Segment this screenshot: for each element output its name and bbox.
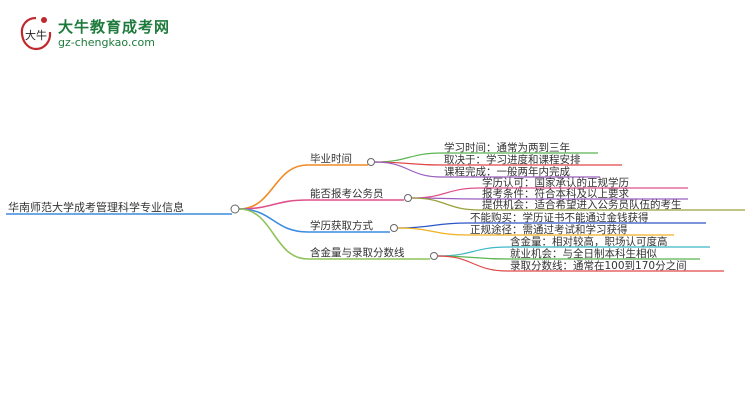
leaf-label: 提供机会：适合希望进入公务员队伍的考生 <box>482 198 682 211</box>
branch-label-graduation: 毕业时间 <box>310 152 352 165</box>
leaf-connector <box>437 255 509 272</box>
branch-label-civil-service: 能否报考公务员 <box>310 187 384 200</box>
leaf-label: 录取分数线：通常在100到170分之间 <box>510 259 687 272</box>
branch-toggle-dot[interactable] <box>390 224 398 232</box>
branch-connector <box>238 208 309 233</box>
branch-toggle-dot[interactable] <box>367 158 375 166</box>
leaf-label: 学历认可：国家承认的正规学历 <box>482 176 629 189</box>
branch-connector <box>238 199 309 210</box>
branch-connector <box>238 208 309 260</box>
root-node-label: 华南师范大学成考管理科学专业信息 <box>8 200 184 214</box>
leaf-label: 学习时间：通常为两到三年 <box>444 141 570 154</box>
leaf-connector <box>397 222 469 229</box>
branch-label-degree-acquisition: 学历获取方式 <box>310 219 373 232</box>
leaf-label: 课程完成：一般两年内完成 <box>444 165 570 178</box>
leaf-connector <box>411 187 481 199</box>
branch-toggle-dot[interactable] <box>430 252 438 260</box>
leaf-label: 取决于：学习进度和课程安排 <box>444 153 581 166</box>
leaf-label: 含金量：相对较高，职场认可度高 <box>510 235 668 248</box>
root-node-dot[interactable] <box>230 204 240 214</box>
site-logo: 大牛 大牛教育成考网 gz-chengkao.com <box>18 14 218 54</box>
logo-mark-icon: 大牛 <box>20 16 52 51</box>
leaf-label: 正规途径：需通过考试和学习获得 <box>470 223 628 236</box>
leaf-connector <box>411 197 481 211</box>
leaf-connector <box>397 227 469 236</box>
logo-title: 大牛教育成考网 <box>58 18 171 36</box>
leaf-connector <box>374 161 443 178</box>
branch-label-value-and-scores: 含金量与录取分数线 <box>310 246 405 259</box>
leaf-connector <box>374 152 443 163</box>
svg-text:大牛: 大牛 <box>25 28 47 42</box>
leaf-label: 就业机会：与全日制本科生相似 <box>510 247 657 260</box>
leaf-label: 不能购买：学历证书不能通过金钱获得 <box>470 211 649 224</box>
logo-url: gz-chengkao.com <box>58 36 155 49</box>
mind-map-edges <box>238 152 509 272</box>
leaf-connector <box>437 246 509 257</box>
branch-connector <box>238 164 309 210</box>
branch-toggle-dot[interactable] <box>404 194 412 202</box>
leaf-label: 报考条件：符合本科及以上要求 <box>482 187 629 200</box>
